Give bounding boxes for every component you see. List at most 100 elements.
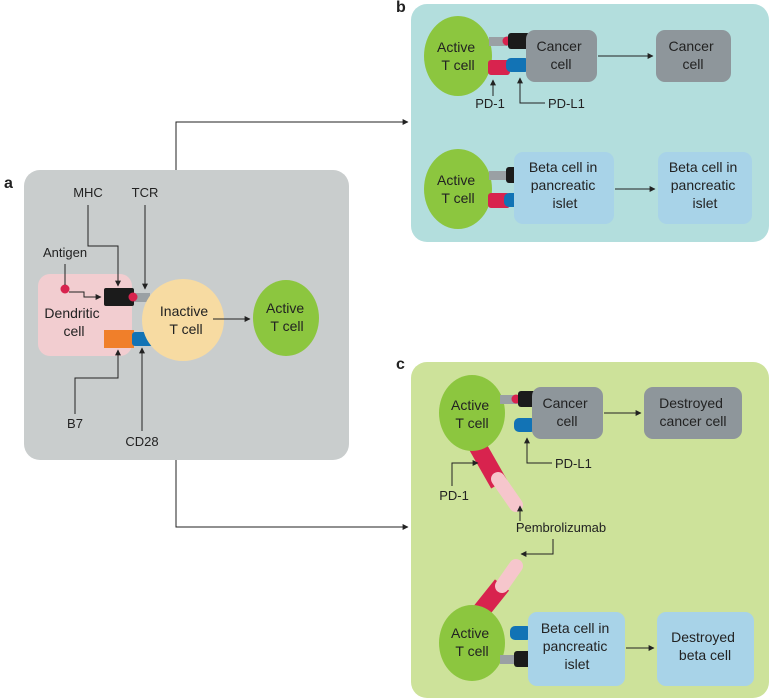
cancer-cell-b1 bbox=[526, 30, 597, 82]
c-active1-l1: Active bbox=[451, 397, 489, 413]
c-beta-l2: pancreatic bbox=[543, 638, 608, 654]
active-a-label-2: T cell bbox=[270, 318, 303, 334]
b-active1-l1: Active bbox=[437, 39, 475, 55]
active-t-cell-b1-label: Active T cell bbox=[437, 39, 479, 73]
mhc-leader bbox=[87, 205, 121, 287]
mhc-c2 bbox=[514, 651, 532, 667]
tcr-receptor bbox=[134, 293, 150, 302]
antibody-tip-c1 bbox=[491, 472, 523, 512]
cancer-cell-b2-label: Cancer cell bbox=[668, 38, 717, 72]
b-beta1-l3: islet bbox=[553, 195, 578, 211]
b-beta1-l2: pancreatic bbox=[531, 177, 596, 193]
tcr-stub-c1 bbox=[500, 395, 518, 404]
b-cancer2-l2: cell bbox=[682, 56, 703, 72]
b-beta2-l3: islet bbox=[693, 195, 718, 211]
pdl1-c2 bbox=[510, 626, 532, 640]
c-dbeta-l2: beta cell bbox=[679, 647, 731, 663]
b-beta1-l1: Beta cell in bbox=[529, 159, 597, 175]
antibody-tip-c2 bbox=[495, 559, 523, 593]
mhc-c1 bbox=[518, 391, 536, 407]
destroyed-beta-cell-label: Destroyed beta cell bbox=[671, 629, 739, 663]
c-active2-l2: T cell bbox=[455, 643, 488, 659]
tcr-stub-b2 bbox=[489, 171, 507, 180]
active-t-cell-b1 bbox=[424, 16, 492, 96]
dendritic-label-1: Dendritic bbox=[44, 305, 99, 321]
panel-a-letter: a bbox=[4, 175, 13, 192]
beta-cell-b1 bbox=[514, 152, 614, 224]
tcr-stub-c2 bbox=[500, 655, 518, 664]
tcr-stub-b1 bbox=[489, 37, 507, 46]
pdl1-leader-c bbox=[524, 437, 552, 464]
c-beta-l3: islet bbox=[565, 656, 590, 672]
b-beta2-l1: Beta cell in bbox=[669, 159, 737, 175]
active-a-label-1: Active bbox=[266, 300, 304, 316]
panel-c-letter: c bbox=[396, 356, 405, 373]
beta-cell-b2 bbox=[658, 152, 752, 224]
beta-cell-c bbox=[528, 612, 625, 686]
active-t-cell-a-label: Active T cell bbox=[266, 300, 308, 334]
b-cancer1-l1: Cancer bbox=[536, 38, 581, 54]
c-dcancer-l2: cancer cell bbox=[660, 413, 727, 429]
mhc-label: MHC bbox=[73, 185, 103, 200]
active-t-cell-c1-label: Active T cell bbox=[451, 397, 493, 431]
destroyed-cancer-cell bbox=[644, 387, 742, 439]
b-active2-l2: T cell bbox=[441, 190, 474, 206]
active-t-cell-a bbox=[253, 280, 319, 356]
dendritic-cell-label: Dendritic cell bbox=[44, 305, 103, 339]
c-dbeta-l1: Destroyed bbox=[671, 629, 735, 645]
active-t-cell-c2-label: Active T cell bbox=[451, 625, 493, 659]
antigen-to-mhc-arrow bbox=[69, 291, 102, 300]
active-t-cell-c2 bbox=[439, 605, 505, 681]
cancer-cell-c bbox=[532, 387, 603, 439]
dendritic-label-2: cell bbox=[63, 323, 84, 339]
b-cancer2-l1: Cancer bbox=[668, 38, 713, 54]
b-beta2-l2: pancreatic bbox=[671, 177, 736, 193]
pdl1-b1 bbox=[506, 58, 530, 72]
mhc-b1 bbox=[508, 33, 530, 49]
c-beta-l1: Beta cell in bbox=[541, 620, 609, 636]
connector-a-to-c bbox=[175, 460, 409, 530]
cd28-label: CD28 bbox=[125, 434, 158, 449]
active-t-cell-b2-label: Active T cell bbox=[437, 172, 479, 206]
antigen-on-mhc bbox=[128, 292, 138, 302]
c-active2-l1: Active bbox=[451, 625, 489, 641]
active-t-cell-c1 bbox=[439, 375, 505, 451]
inactive-t-cell bbox=[142, 279, 224, 361]
cancer-cell-c-label: Cancer cell bbox=[542, 395, 591, 429]
cancer-cell-b2 bbox=[656, 30, 731, 82]
mhc-molecule bbox=[104, 288, 134, 306]
b7-molecule bbox=[104, 330, 134, 348]
inactive-t-cell-label: Inactive T cell bbox=[160, 303, 212, 337]
pd1-leader-c bbox=[451, 460, 479, 486]
pd1-label-c: PD-1 bbox=[439, 488, 469, 503]
c-dcancer-l1: Destroyed bbox=[659, 395, 723, 411]
pd1-b1 bbox=[488, 60, 510, 75]
pdl1-leader-b bbox=[517, 77, 545, 104]
b-active1-l2: T cell bbox=[441, 57, 474, 73]
b-active2-l1: Active bbox=[437, 172, 475, 188]
b7-label: B7 bbox=[67, 416, 83, 431]
c-active1-l2: T cell bbox=[455, 415, 488, 431]
panel-b-letter: b bbox=[396, 0, 406, 16]
pembro-leader-down bbox=[520, 539, 554, 557]
b-cancer1-l2: cell bbox=[550, 56, 571, 72]
destroyed-beta-cell bbox=[657, 612, 754, 686]
destroyed-cancer-cell-label: Destroyed cancer cell bbox=[659, 395, 727, 429]
beta-cell-b2-label: Beta cell in pancreatic islet bbox=[669, 159, 741, 211]
pembrolizumab-label: Pembrolizumab bbox=[516, 520, 606, 535]
cancer-cell-b1-label: Cancer cell bbox=[536, 38, 585, 72]
c-cancer-l2: cell bbox=[556, 413, 577, 429]
pdl1-label-b: PD-L1 bbox=[548, 96, 585, 111]
free-antigen bbox=[60, 284, 70, 294]
antigen-label: Antigen bbox=[43, 245, 87, 260]
b7-leader bbox=[74, 349, 121, 414]
tcr-label: TCR bbox=[132, 185, 159, 200]
beta-cell-b1-label: Beta cell in pancreatic islet bbox=[529, 159, 601, 211]
pdl1-c1 bbox=[514, 418, 536, 432]
pd1-label-b: PD-1 bbox=[475, 96, 505, 111]
c-cancer-l1: Cancer bbox=[542, 395, 587, 411]
inactive-label-2: T cell bbox=[169, 321, 202, 337]
connector-a-to-b bbox=[175, 119, 409, 170]
